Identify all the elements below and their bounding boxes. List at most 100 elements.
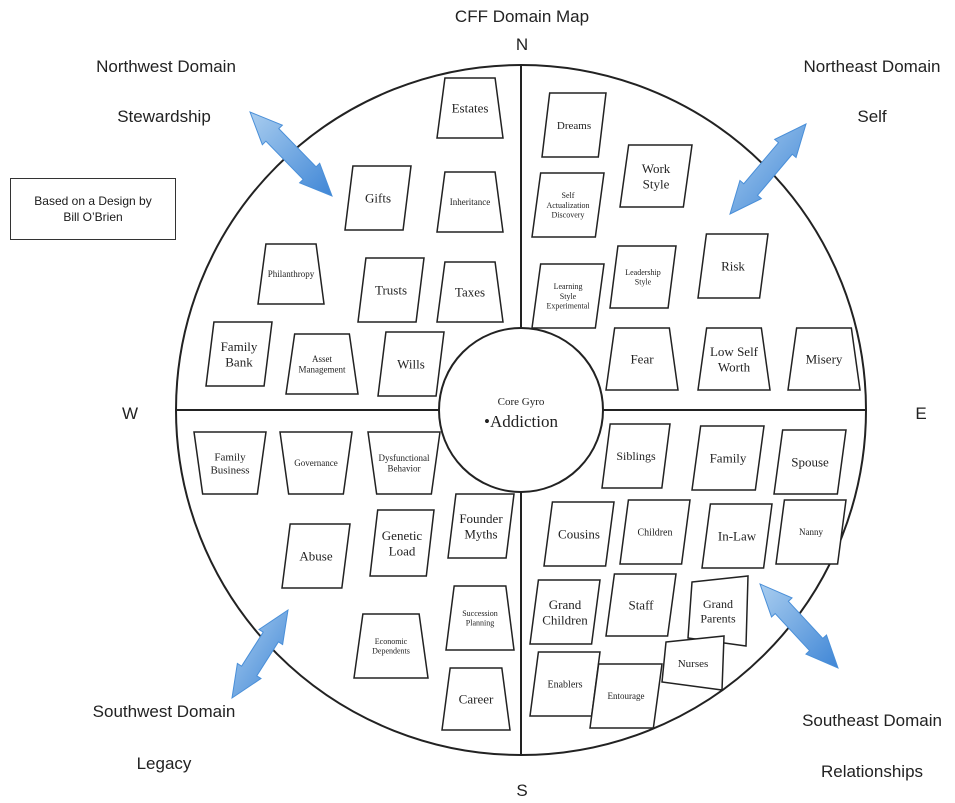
card-estates: Estates [436,77,504,139]
card-label: Spouse [791,455,829,470]
compass-east: E [915,404,927,423]
card-fear: Fear [605,327,679,391]
card-label: Wills [397,357,425,372]
core-label: Core Gyro [498,396,545,408]
card-label: Children [638,528,673,539]
card-dreams: Dreams [541,92,607,158]
card-shape [541,92,607,158]
card-shape [619,499,691,565]
card-wills: Wills [377,331,445,397]
card-label: Risk [721,259,745,274]
card-label: Taxes [455,285,485,300]
card-trusts: Trusts [357,257,425,323]
card-label: Family [710,451,747,466]
card-shape [279,431,353,495]
credit-box: Based on a Design by Bill O’Brien [10,178,176,240]
card-label: Philanthropy [268,269,315,279]
card-shape [609,245,677,309]
nw-domain-name: Northwest Domain [96,57,236,76]
se-domain-theme: Relationships [820,762,924,781]
sw-double-arrow [231,608,289,700]
card-shape [447,493,515,559]
compass-north: N [515,35,529,54]
card-staff: Staff [605,573,677,637]
card-shape [436,77,504,139]
core-circle [438,327,604,493]
card-label: Estates [452,101,489,116]
card-label: Staff [628,598,654,613]
card-shape [605,573,677,637]
card-in-law: In-Law [701,503,773,569]
card-shape [193,431,267,495]
card-nanny: Nanny [775,499,847,565]
card-label: Abuse [299,549,332,564]
core-item: •Addiction [484,412,558,431]
credit-line-2: Bill O’Brien [63,210,123,224]
credit-line-1: Based on a Design by [34,193,152,208]
card-career: Career [441,667,511,731]
card-label: Siblings [616,449,656,463]
card-label: Trusts [375,283,407,298]
card-shape [357,257,425,323]
card-label: Gifts [365,191,391,206]
card-label: Enablers [548,680,583,691]
nw-double-arrow [249,111,333,197]
card-children: Children [619,499,691,565]
card-shape [697,327,771,391]
compass-west: W [121,404,139,423]
card-shape [353,613,429,679]
card-enablers: Enablers [529,651,601,717]
card-shape [691,425,765,491]
ne-domain-theme: Self [857,107,887,126]
card-label: Entourage [608,691,645,701]
sw-domain-name: Southwest Domain [92,702,236,721]
card-inheritance: Inheritance [436,171,504,233]
card-philanthropy: Philanthropy [257,243,325,305]
card-label: Misery [806,352,843,367]
card-shape [285,333,359,395]
card-shape [281,523,351,589]
card-label: Career [459,692,494,707]
card-shape [661,635,725,691]
card-governance: Governance [279,431,353,495]
card-label: Inheritance [450,197,490,207]
compass-south: S [516,781,528,800]
card-shape [441,667,511,731]
card-cousins: Cousins [543,501,615,567]
card-label: Nanny [799,527,823,537]
card-shape [701,503,773,569]
card-shape [531,263,605,329]
card-shape [377,331,445,397]
card-label: Dreams [557,120,591,132]
card-shape [543,501,615,567]
card-gifts: Gifts [344,165,412,231]
se-domain-name: Southeast Domain [802,711,942,730]
card-label: Nurses [678,658,709,670]
card-shape [787,327,861,391]
card-entourage: Entourage [589,663,663,729]
se-double-arrow [759,583,839,669]
card-shape [531,172,605,238]
